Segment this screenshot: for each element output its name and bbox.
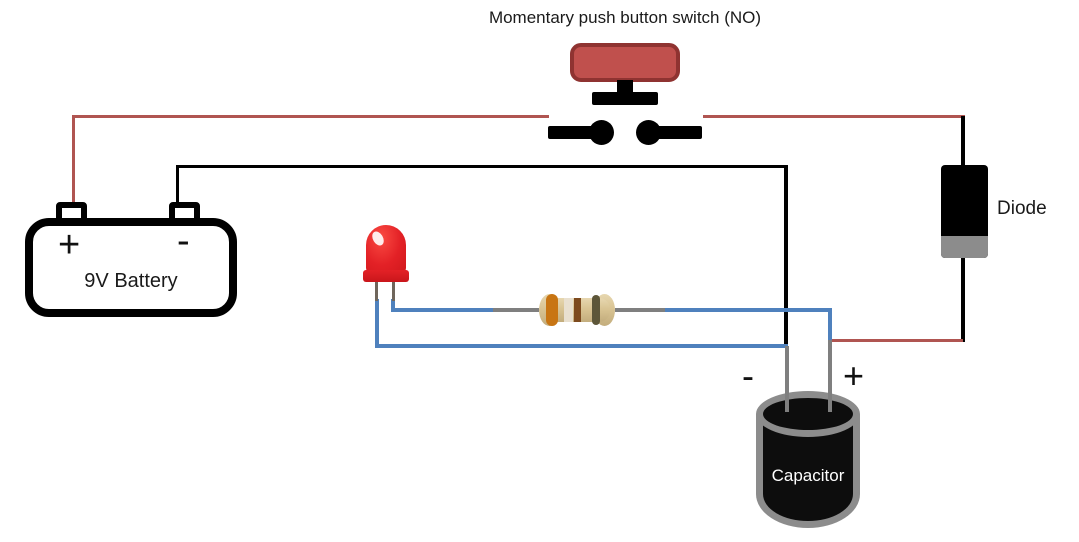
capacitor-negative-sign: - <box>742 355 754 396</box>
wire-red-battery-positive-vertical <box>72 116 75 204</box>
wire-blue-led-left-vertical <box>375 299 379 348</box>
battery-positive-sign: + <box>58 224 81 266</box>
wire-blue-bottom-horizontal <box>375 344 788 348</box>
diode-cathode-band <box>941 236 988 258</box>
wire-red-top-left <box>72 115 549 118</box>
wire-red-top-right <box>703 115 965 118</box>
battery-body <box>25 218 237 317</box>
wire-black-diode-upper <box>961 116 965 167</box>
wire-black-diode-lower <box>961 255 965 342</box>
led-flange <box>363 270 409 282</box>
wire-red-capacitor-to-diode <box>830 339 963 342</box>
wire-blue-capacitor-vertical <box>828 308 832 342</box>
switch-label: Momentary push button switch (NO) <box>488 8 762 27</box>
switch-plunger-bar <box>592 92 658 105</box>
resistor-band-dark <box>592 295 600 325</box>
resistor-lead-right <box>615 308 665 312</box>
wire-black-top-horizontal <box>176 165 787 168</box>
diode-label: Diode <box>997 198 1047 219</box>
led-leg-left <box>375 280 378 301</box>
capacitor-lead-positive <box>828 340 832 412</box>
resistor-band-cream <box>564 298 573 322</box>
resistor-band-brown <box>574 298 581 322</box>
switch-contact-bar-left <box>548 126 593 139</box>
switch-contact-bar-right <box>656 126 702 139</box>
resistor-lead-left <box>493 308 539 312</box>
resistor-band-orange <box>546 294 558 326</box>
switch-button-cap <box>570 43 680 82</box>
wire-blue-to-resistor <box>391 308 494 312</box>
battery-negative-sign: - <box>177 220 190 262</box>
led-leg-right <box>392 280 395 301</box>
wire-black-battery-negative-vertical <box>176 167 179 204</box>
capacitor-positive-sign: + <box>843 355 865 396</box>
wire-blue-led-right-vertical <box>391 299 395 312</box>
wire-black-middle-vertical <box>784 165 788 348</box>
capacitor-top-ellipse <box>756 391 860 437</box>
switch-contact-dot-left <box>589 120 614 145</box>
battery-label: 9V Battery <box>84 270 178 292</box>
wire-blue-from-resistor <box>664 308 832 312</box>
switch-stem <box>617 80 633 94</box>
capacitor-label: Capacitor <box>771 466 845 485</box>
diode-body <box>941 165 988 258</box>
capacitor-lead-negative <box>785 346 789 412</box>
